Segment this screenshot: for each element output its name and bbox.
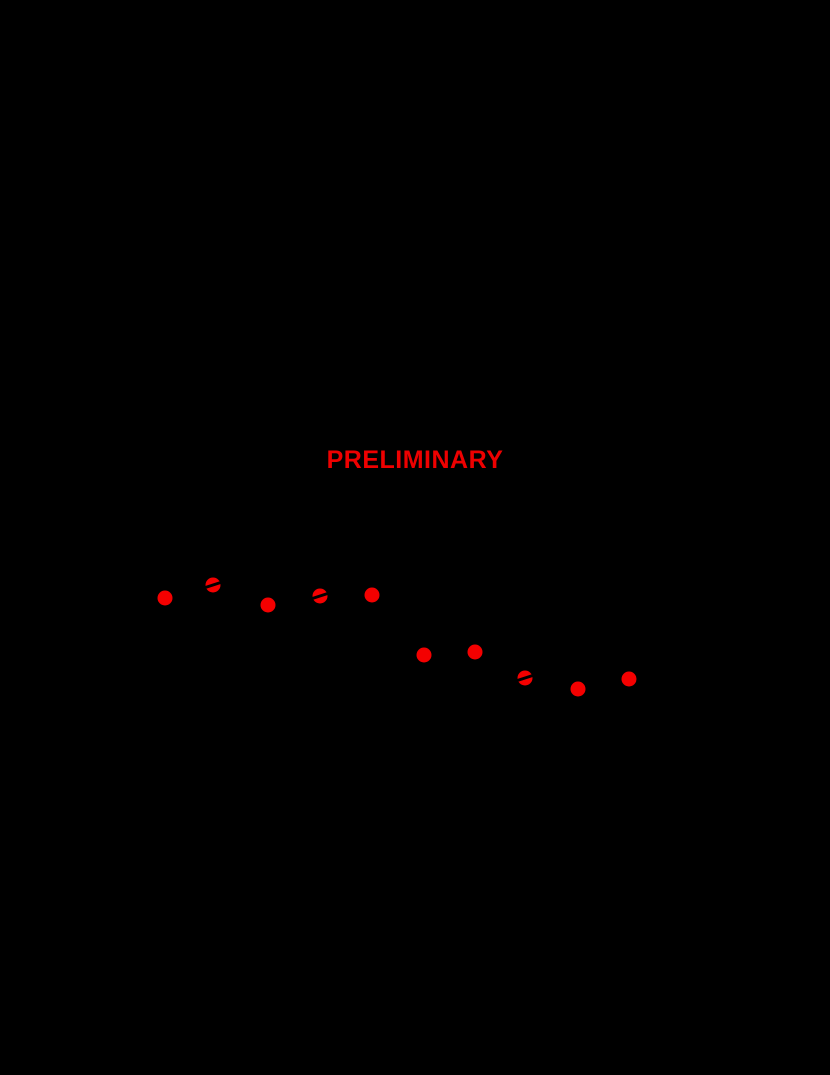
- data-point: [364, 587, 380, 603]
- data-point: [467, 644, 483, 660]
- data-point: [157, 590, 173, 606]
- data-point: [570, 681, 586, 697]
- errorbar-strike: [202, 580, 224, 590]
- errorbar-strike: [309, 591, 331, 601]
- data-point: [260, 597, 276, 613]
- data-point: [202, 577, 224, 593]
- data-point: [416, 647, 432, 663]
- data-point: [621, 671, 637, 687]
- data-point: [309, 588, 331, 604]
- errorbar-strike: [514, 673, 536, 683]
- data-point: [514, 670, 536, 686]
- preliminary-watermark: PRELIMINARY: [326, 446, 504, 474]
